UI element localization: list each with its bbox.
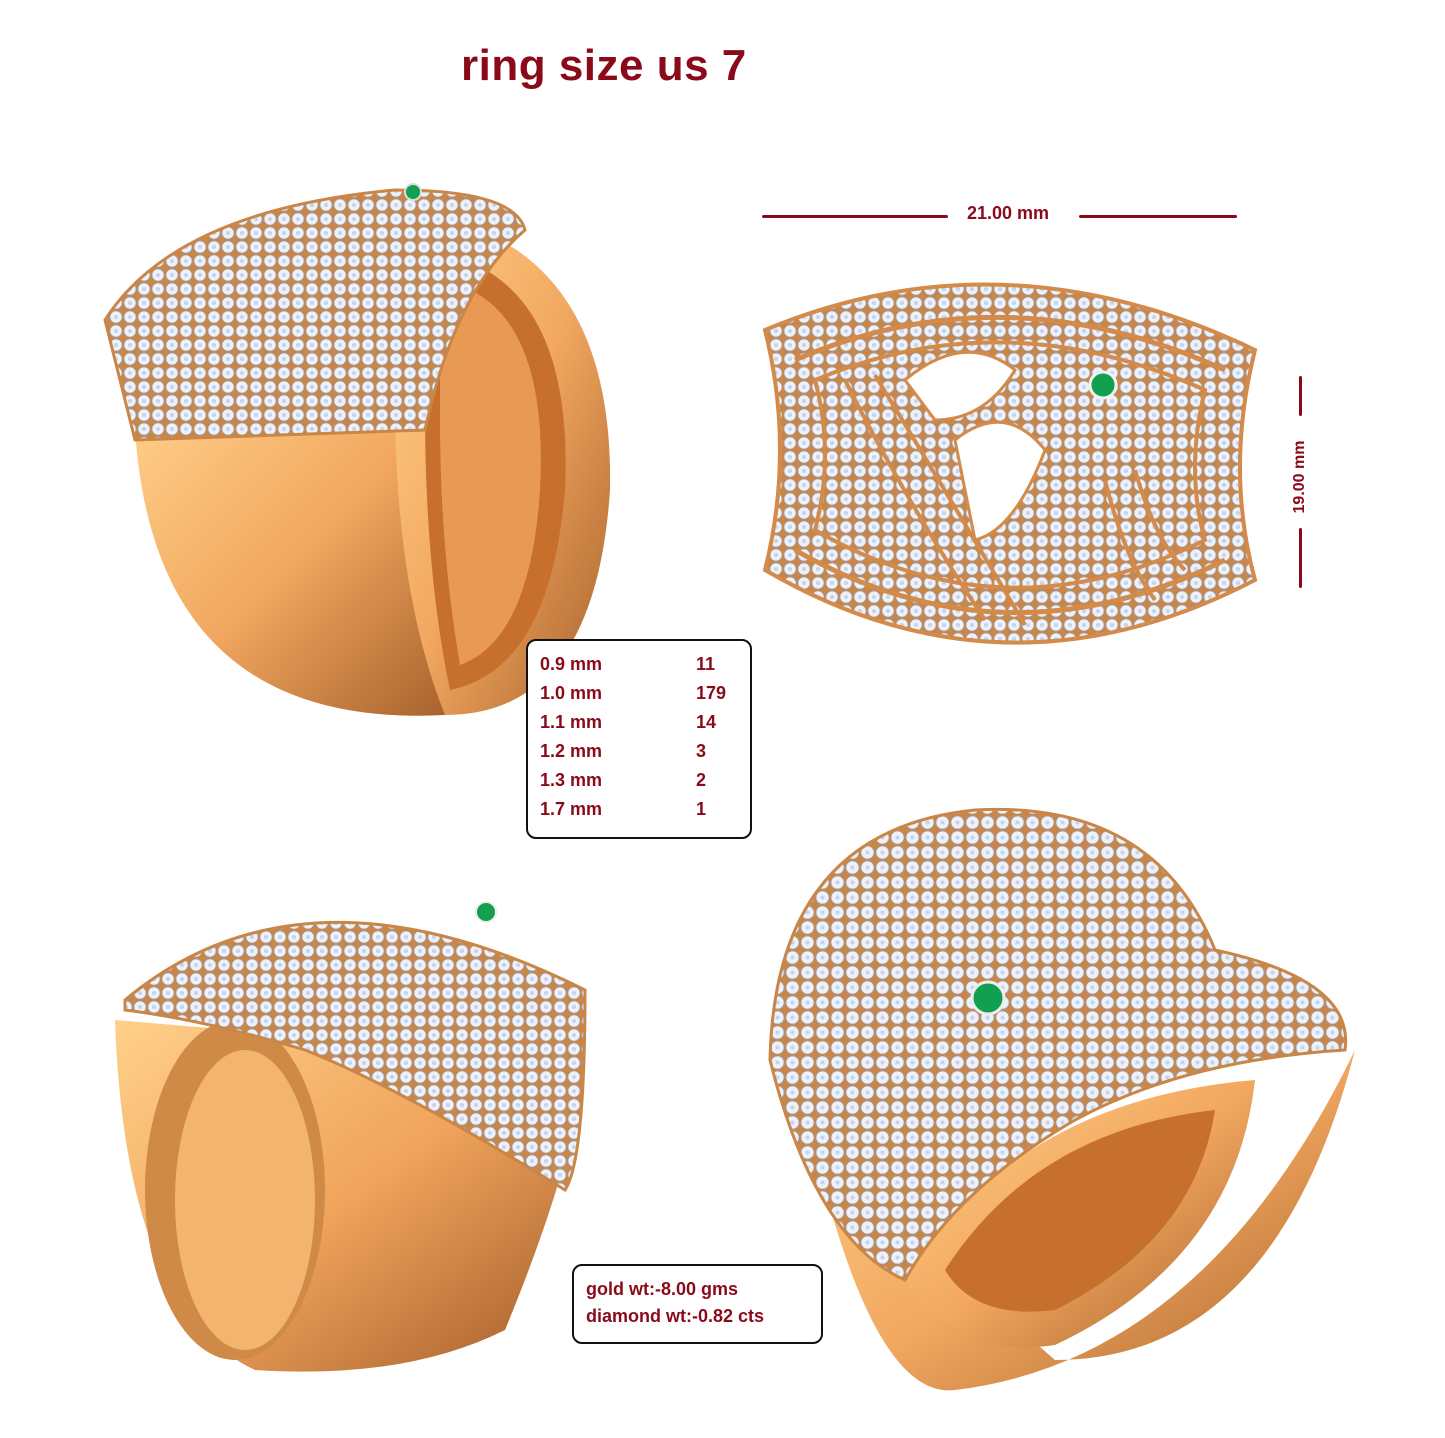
stone-count: 1 xyxy=(696,799,707,819)
height-dimension: 19.00 mm xyxy=(1288,376,1312,588)
stone-count: 11 xyxy=(696,654,716,674)
stone-size: 1.7 mm xyxy=(540,799,603,819)
ring-render-front-high-view xyxy=(755,800,1370,1400)
ring-illustration xyxy=(762,282,1258,645)
weight-info-box: gold wt:-8.00 gms diamond wt:-0.82 cts xyxy=(572,1264,823,1344)
diamond-weight: diamond wt:-0.82 cts xyxy=(586,1306,765,1326)
dimension-line-bottom xyxy=(1299,528,1302,588)
ring-render-front-low-view xyxy=(105,860,625,1380)
stone-size: 0.9 mm xyxy=(540,654,603,674)
stone-count: 3 xyxy=(696,741,707,761)
ring-render-side-view xyxy=(95,170,625,720)
dimension-line-right xyxy=(1079,215,1237,218)
dimension-line-left xyxy=(762,215,948,218)
stone-count: 179 xyxy=(696,683,727,703)
height-dimension-label: 19.00 mm xyxy=(1291,440,1308,514)
ring-size-title: ring size us 7 xyxy=(461,41,747,90)
ring-render-top-view xyxy=(755,240,1265,690)
ring-illustration xyxy=(768,807,1355,1391)
stone-size: 1.3 mm xyxy=(540,770,603,790)
stone-size: 1.1 mm xyxy=(540,712,603,732)
stone-count: 2 xyxy=(696,770,707,790)
stone-size: 1.0 mm xyxy=(540,683,603,703)
ring-illustration xyxy=(103,183,611,716)
dimension-line-top xyxy=(1299,376,1302,416)
diamond-size-table: 0.9 mm 11 1.0 mm 179 1.1 mm 14 1.2 mm 3 … xyxy=(526,639,752,839)
stone-size: 1.2 mm xyxy=(540,741,603,761)
width-dimension-label: 21.00 mm xyxy=(967,203,1050,223)
width-dimension: 21.00 mm xyxy=(762,198,1237,232)
ring-illustration xyxy=(115,901,587,1372)
stone-count: 14 xyxy=(696,712,717,732)
gold-weight: gold wt:-8.00 gms xyxy=(586,1279,739,1299)
